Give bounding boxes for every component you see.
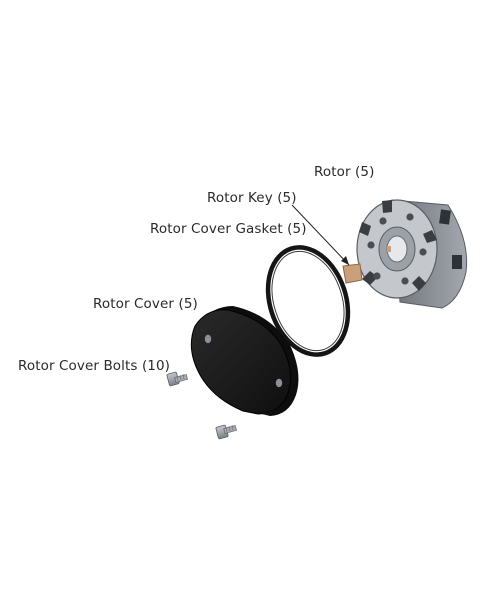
rotor-label: Rotor (5) xyxy=(314,164,375,180)
rotor-cover-bolt-2 xyxy=(215,424,237,440)
rotor-cover-label: Rotor Cover (5) xyxy=(93,296,198,312)
rotor-key xyxy=(342,263,363,284)
rotor xyxy=(356,199,468,309)
rotor-cover xyxy=(190,306,299,416)
rotor-cover-bolts-label: Rotor Cover Bolts (10) xyxy=(18,358,171,374)
rotor-cover-gasket-label: Rotor Cover Gasket (5) xyxy=(150,221,307,237)
rotor-cover-bolt-1 xyxy=(166,371,188,387)
rotor-cover-gasket xyxy=(265,245,351,357)
rotor-key-label: Rotor Key (5) xyxy=(207,190,297,206)
rotor-key-leader-line xyxy=(291,204,350,266)
